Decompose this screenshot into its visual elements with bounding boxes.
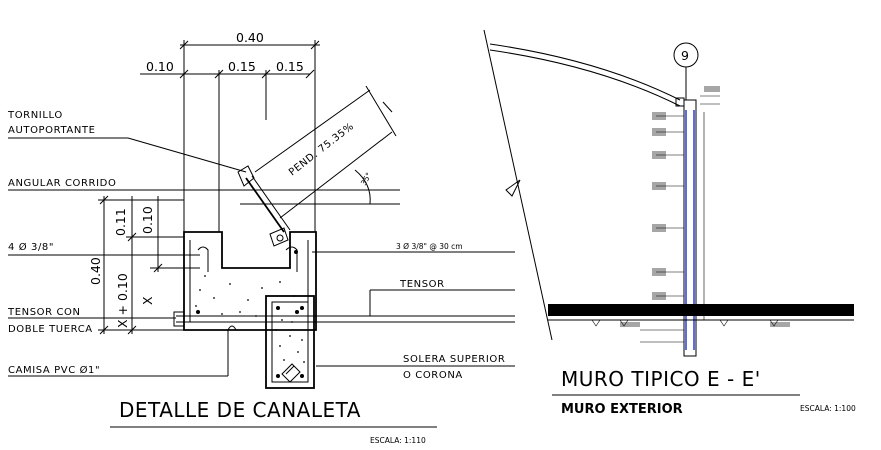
canaleta-title: DETALLE DE CANALETA [119,398,361,422]
dim-x-mark: X [140,296,155,305]
label-tornillo-2: AUTOPORTANTE [8,125,96,136]
concrete-stipple [195,275,305,363]
label-angular: ANGULAR CORRIDO [8,178,116,189]
canaleta-scale: ESCALA: 1:110 [370,436,426,445]
top-dimension-lines [140,40,320,232]
dim-vert-b: 0.10 [140,206,155,234]
right-leaders [312,251,515,367]
ground-slab [548,304,854,327]
label-tornillo-1: TORNILLO [7,110,63,121]
dim-seg-a: 0.10 [146,59,174,74]
muro-tipico-detail: 9 [483,29,856,417]
label-rebar-3: 3 Ø 3/8" @ 30 cm [396,242,463,251]
muro-scale: ESCALA: 1:100 [800,404,856,413]
label-doble-tuerca: DOBLE TUERCA [8,324,93,335]
label-tensor-con: TENSOR CON [7,307,81,318]
dim-vert-total: 0.40 [88,257,103,285]
roof-slope [237,85,400,247]
left-leaders [8,137,400,377]
slope-label: PEND. 75.35% [287,121,356,178]
vertical-dimension-lines [98,195,200,335]
canaleta-body [183,231,317,331]
muro-subtitle: MURO EXTERIOR [561,402,683,417]
roof-curve [483,29,681,341]
dim-vert-a: 0.11 [113,208,128,236]
solera-beam [265,295,315,389]
dim-seg-b: 0.15 [228,59,256,74]
label-solera-2: O CORONA [403,370,463,381]
muro-title: MURO TIPICO E - E' [561,367,761,391]
micro-annotations [620,86,790,327]
label-camisa: CAMISA PVC Ø1" [8,364,100,376]
dim-vert-x: X + 0.10 [115,273,130,328]
axis-marker-label: 9 [681,48,689,63]
dim-seg-c: 0.15 [276,59,304,74]
label-solera-1: SOLERA SUPERIOR [403,354,505,365]
axis-marker [673,42,699,100]
angle-label: 35° [359,171,374,187]
label-rebar-4: 4 Ø 3/8" [8,241,54,253]
label-tensor: TENSOR [399,279,445,290]
tensor-rod [173,311,515,331]
dim-total-width: 0.40 [236,30,264,45]
canaleta-detail: 0.40 0.10 0.15 0.15 0.11 0.10 0.40 X + 0… [7,30,515,445]
